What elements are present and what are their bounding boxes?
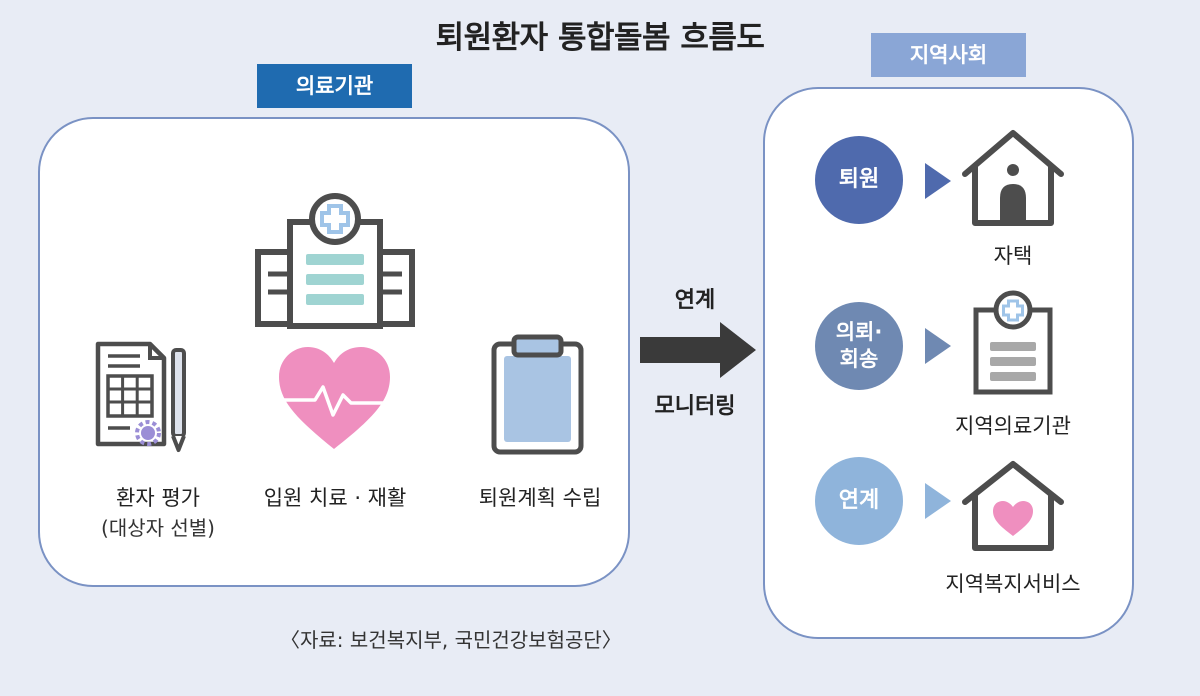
label-local-welfare-service: 지역복지서비스 [945, 572, 1081, 596]
triangle-arrow-icon [925, 328, 951, 364]
triangle-arrow-icon [925, 163, 951, 199]
welfare-home-icon [962, 461, 1064, 551]
heart-pulse-icon [279, 347, 390, 449]
clipboard-icon [491, 334, 584, 455]
diagram-title: 퇴원환자 통합돌봄 흐름도 [435, 20, 765, 56]
hospital-icon [255, 193, 415, 329]
label-local-medical-institution: 지역의료기관 [955, 414, 1071, 438]
right-arrow-icon [640, 322, 756, 378]
item-label-inpatient-treatment: 입원 치료 · 재활 [263, 486, 407, 510]
circle-referral-return: 의뢰· 회송 [815, 302, 903, 390]
home-icon [962, 130, 1064, 226]
item-label-patient-assessment: 환자 평가 [116, 486, 200, 510]
monitoring-label: 모니터링 [654, 394, 736, 419]
item-label-discharge-planning: 퇴원계획 수립 [478, 486, 602, 510]
circle-link: 연계 [815, 457, 903, 545]
local-clinic-icon [973, 290, 1053, 395]
assessment-document-icon [95, 341, 186, 452]
medical-institution-tag: 의료기관 [257, 64, 412, 108]
community-tag: 지역사회 [871, 33, 1026, 77]
circle-discharge: 퇴원 [815, 136, 903, 224]
source-note: 〈자료: 보건복지부, 국민건강보험공단〉 [280, 628, 622, 652]
triangle-arrow-icon [925, 483, 951, 519]
link-label: 연계 [674, 288, 716, 313]
item-sublabel-patient-selection: (대상자 선별) [101, 516, 215, 540]
label-home: 자택 [993, 244, 1033, 268]
